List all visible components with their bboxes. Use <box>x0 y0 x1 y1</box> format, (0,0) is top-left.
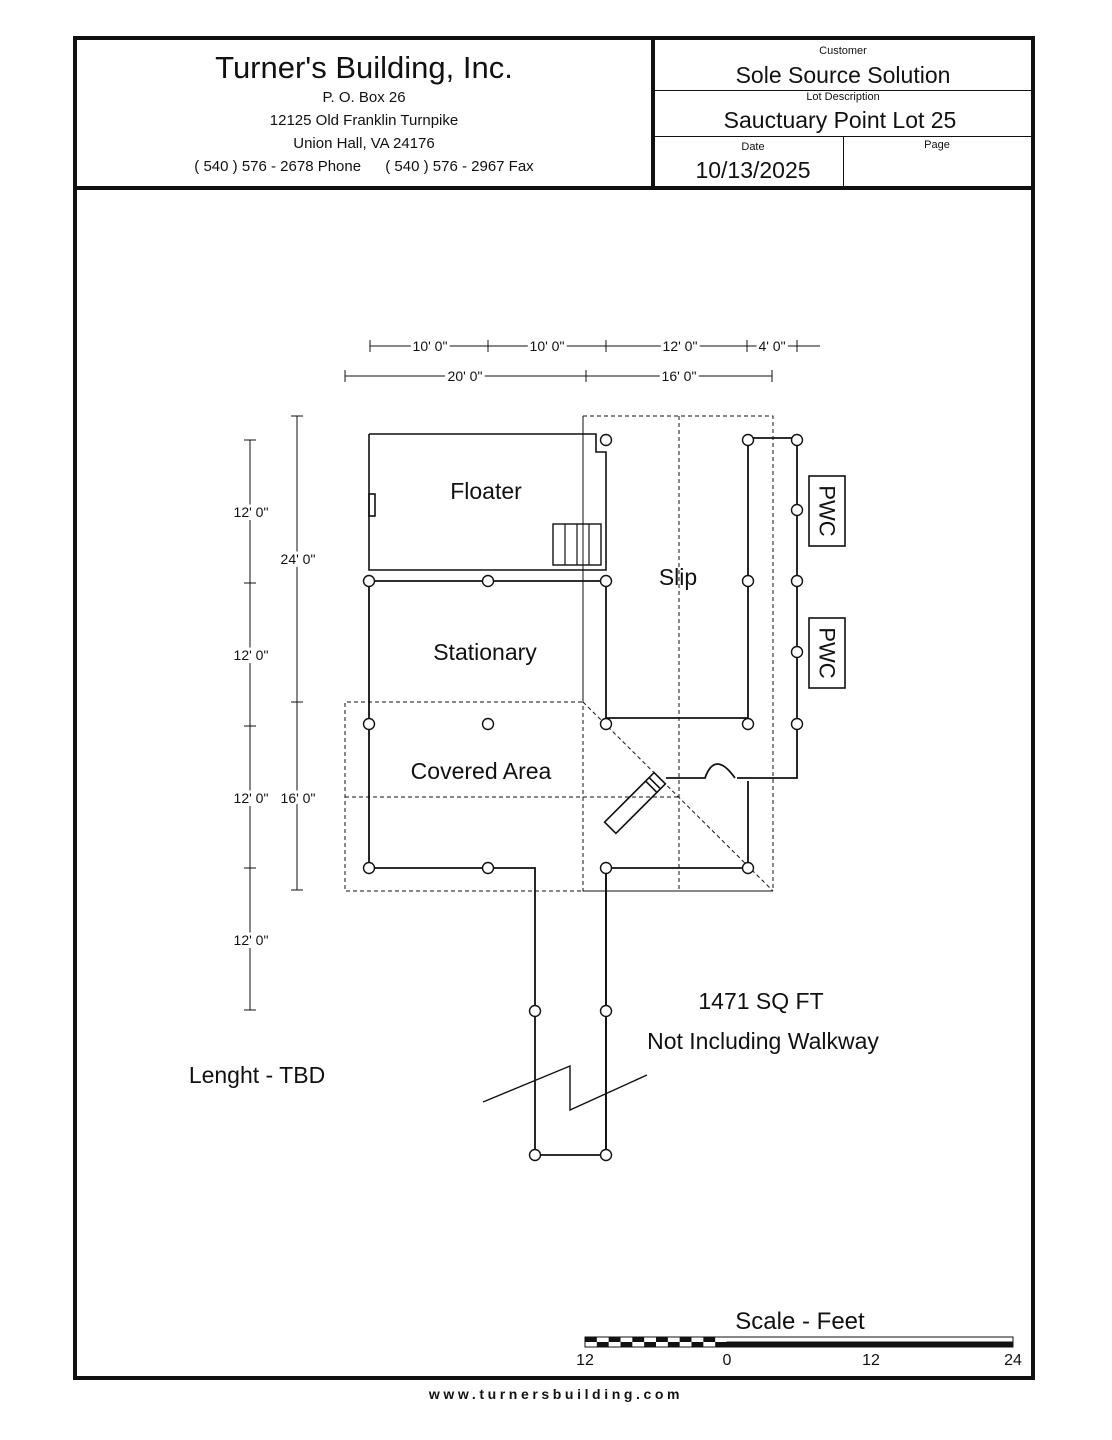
dim-left-3: 12' 0" <box>234 790 269 806</box>
scale-checker-cell <box>632 1337 645 1342</box>
pwc-label-1: PWC <box>815 485 840 536</box>
company-fax: ( 540 ) 576 - 2967 Fax <box>385 158 534 175</box>
gangway <box>603 771 667 835</box>
meta-divider <box>655 90 1031 91</box>
lot-label: Lot Description <box>806 91 880 103</box>
scale-tick-label: 12 <box>862 1352 880 1369</box>
dim-left-4: 12' 0" <box>234 932 269 948</box>
scale-tick-label: 0 <box>723 1352 732 1369</box>
scale-checker-cell <box>608 1337 621 1342</box>
dim-left-1: 12' 0" <box>234 504 269 520</box>
dim-top-5: 20' 0" <box>448 368 483 384</box>
piles <box>362 433 804 1162</box>
stationary-label: Stationary <box>433 639 537 665</box>
dashed-outlines <box>344 415 774 892</box>
scale-checker-cell <box>715 1342 727 1347</box>
scale-tick-label: 24 <box>1004 1352 1022 1369</box>
scale-checker-cell <box>656 1337 668 1342</box>
top-dimension-labels: 10' 0" 10' 0" 12' 0" 4' 0" 20' 0" 16' 0" <box>410 335 789 387</box>
pwc-lifts <box>808 475 846 689</box>
company-name: Turner's Building, Inc. <box>215 50 513 85</box>
date-value: 10/13/2025 <box>695 157 811 183</box>
scale-checker-cell <box>679 1337 692 1342</box>
length-note: Lenght - TBD <box>189 1062 325 1088</box>
scale-solid <box>726 1341 1014 1348</box>
scale-checker <box>585 1337 727 1347</box>
scale-tick-label: 12 <box>576 1352 594 1369</box>
company-po-box: P. O. Box 26 <box>322 89 406 106</box>
company-street: 12125 Old Franklin Turnpike <box>269 112 459 129</box>
company-phone: ( 540 ) 576 - 2678 Phone <box>194 158 362 175</box>
area-note: Not Including Walkway <box>647 1028 879 1054</box>
top-dimensions <box>344 340 820 382</box>
company-city: Union Hall, VA 24176 <box>293 135 435 152</box>
scale-checker-cell <box>703 1337 716 1342</box>
dim-top-6: 16' 0" <box>662 368 697 384</box>
dim-left-5: 24' 0" <box>281 551 316 567</box>
scale-checker-cell <box>596 1342 609 1347</box>
meta-block: Customer Sole Source Solution Lot Descri… <box>655 40 1031 186</box>
break-line-symbol <box>482 1064 648 1112</box>
dim-left-2: 12' 0" <box>234 647 269 663</box>
dim-left-6: 16' 0" <box>281 790 316 806</box>
company-contact: ( 540 ) 576 - 2678 Phone ( 540 ) 576 - 2… <box>77 155 651 178</box>
area-total: 1471 SQ FT <box>698 988 823 1014</box>
scale-bar <box>584 1336 1014 1348</box>
scale-title: Scale - Feet <box>735 1308 865 1335</box>
page-label: Page <box>924 139 950 151</box>
dim-top-4: 4' 0" <box>758 338 785 354</box>
dim-top-3: 12' 0" <box>663 338 698 354</box>
dim-top-2: 10' 0" <box>530 338 565 354</box>
meta-divider-vertical <box>843 136 844 186</box>
drawing-frame: Turner's Building, Inc. P. O. Box 26 121… <box>73 36 1035 1380</box>
title-block: Turner's Building, Inc. P. O. Box 26 121… <box>77 40 1031 190</box>
customer-value: Sole Source Solution <box>735 62 951 88</box>
company-block: Turner's Building, Inc. P. O. Box 26 121… <box>77 40 655 186</box>
scale-checker-cell <box>667 1342 680 1347</box>
left-dimensions <box>244 415 303 1011</box>
scale-checker-cell <box>691 1342 704 1347</box>
floater <box>368 433 607 571</box>
footer-url: www.turnersbuilding.com <box>428 1386 684 1402</box>
scale-checker-cell <box>620 1342 633 1347</box>
dim-top-1: 10' 0" <box>413 338 448 354</box>
scale-checker-cell <box>585 1337 597 1342</box>
scale-checker-cell <box>644 1342 656 1347</box>
slip-label: Slip <box>659 564 697 590</box>
covered-area-label: Covered Area <box>411 758 552 784</box>
pwc-label-2: PWC <box>815 627 840 678</box>
date-label: Date <box>741 141 765 153</box>
slip-outline <box>582 415 774 892</box>
customer-label: Customer <box>819 45 867 57</box>
lot-value: Sauctuary Point Lot 25 <box>723 107 957 133</box>
floater-label: Floater <box>450 478 522 504</box>
